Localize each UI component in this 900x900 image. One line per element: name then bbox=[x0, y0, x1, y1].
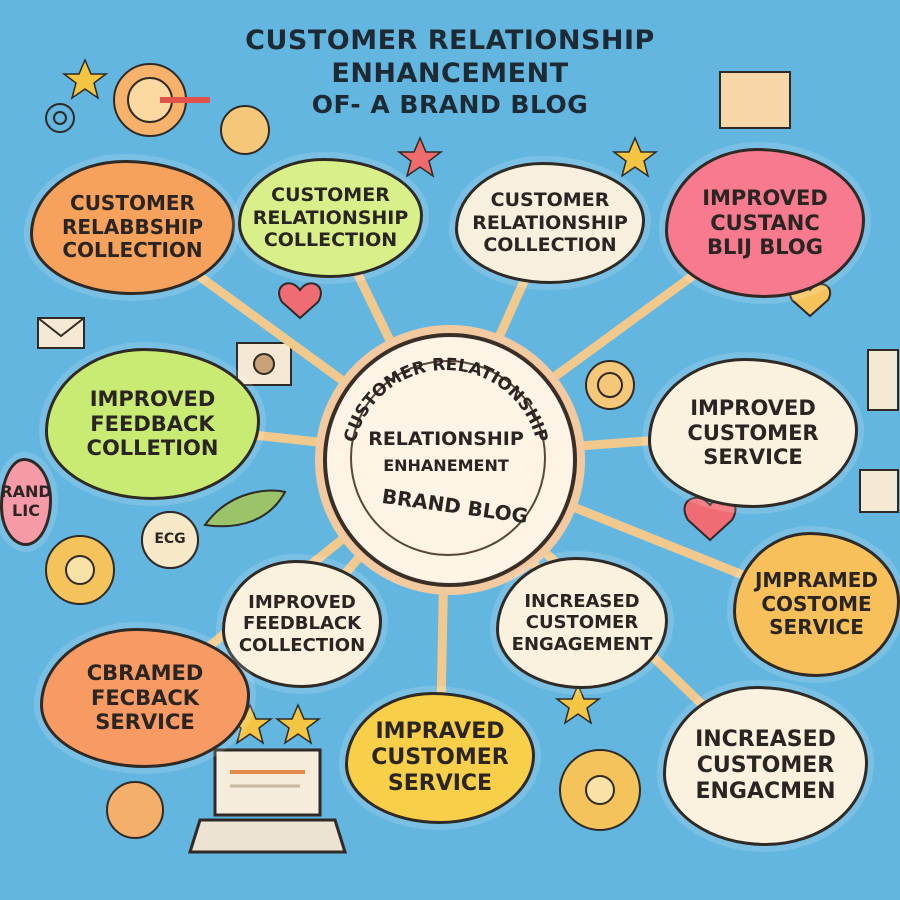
idea-node-line: RELATIONSHIP bbox=[472, 211, 628, 234]
leaf-icon bbox=[203, 489, 287, 528]
idea-node-line: ENGAGEMENT bbox=[511, 633, 653, 655]
title-line-2: ENHANCEMENT bbox=[331, 58, 569, 89]
idea-node-line: COLLECTION bbox=[483, 234, 617, 257]
idea-node-line: INCREASED bbox=[695, 727, 836, 753]
idea-node-line: COLLECTION bbox=[62, 238, 203, 263]
idea-node-line: COLLETION bbox=[86, 436, 219, 461]
idea-node-line: COLLECTION bbox=[238, 634, 366, 656]
idea-node-line: COLLECTION bbox=[263, 229, 398, 252]
idea-node-line: SERVICE bbox=[703, 445, 803, 470]
title-line-3: OF- A BRAND BLOG bbox=[311, 90, 589, 119]
idea-node-line: IMPROVED bbox=[702, 185, 828, 210]
idea-node-line: SERVICE bbox=[95, 710, 195, 735]
idea-node-line: CUSTOMER bbox=[70, 191, 195, 216]
idea-node-line: IMPROVED bbox=[690, 395, 816, 420]
idea-node-line: SERVICE bbox=[387, 770, 493, 796]
idea-node-line: LIC bbox=[12, 501, 40, 520]
idea-node-line: FEEDBLACK bbox=[242, 613, 362, 635]
idea-node-line: CUSTOMER bbox=[687, 420, 819, 445]
idea-node-line: CUSTANC bbox=[710, 210, 820, 235]
idea-node-line: RELATIONSHIP bbox=[252, 206, 409, 229]
idea-node-line: CUSTOMER bbox=[696, 753, 835, 779]
idea-node-line: INCREASED bbox=[524, 591, 640, 613]
idea-node-line: CUSTOMER bbox=[371, 745, 509, 771]
diagram-title: CUSTOMER RELATIONSHIP ENHANCEMENT OF- A … bbox=[150, 24, 750, 120]
laptop-icon bbox=[187, 748, 348, 854]
idea-node-line: FECBACK bbox=[90, 685, 200, 710]
idea-node-line: CBRAMED bbox=[86, 660, 204, 685]
idea-node-line: CUSTOMER bbox=[525, 612, 639, 634]
idea-node-line: COSTOME bbox=[761, 591, 872, 616]
hub-line-1: RELATIONSHIP bbox=[368, 428, 524, 450]
idea-node-line: RELABBSHIP bbox=[61, 214, 203, 239]
idea-node-line: JMPRAMED bbox=[754, 568, 879, 593]
idea-node-line: IMPROVED bbox=[89, 386, 216, 411]
hub-line-2: ENHANEMENT bbox=[383, 456, 509, 475]
background-doodles bbox=[37, 63, 899, 839]
ecg-badge-icon bbox=[141, 511, 199, 569]
idea-node-line: CUSTOMER bbox=[271, 184, 390, 207]
idea-node-line: CUSTOMER bbox=[490, 189, 610, 212]
idea-node-line: SERVICE bbox=[769, 615, 864, 640]
ecg-label: ECG bbox=[154, 531, 186, 547]
idea-node-line: RAND bbox=[0, 482, 52, 502]
idea-node-line: ENGACMEN bbox=[695, 778, 836, 804]
idea-node-line: IMPRAVED bbox=[375, 719, 505, 745]
idea-node-line: IMPROVED bbox=[248, 592, 356, 614]
idea-node-line: BLIJ BLOG bbox=[706, 235, 824, 260]
idea-node-line: FEEDBACK bbox=[90, 411, 215, 436]
title-line-1: CUSTOMER RELATIONSHIP bbox=[245, 25, 655, 56]
star-icons bbox=[61, 58, 659, 745]
central-hub-ring bbox=[350, 360, 546, 556]
hub-arc-text: CUSTOMER RELATIONSHIP bbox=[341, 355, 552, 445]
